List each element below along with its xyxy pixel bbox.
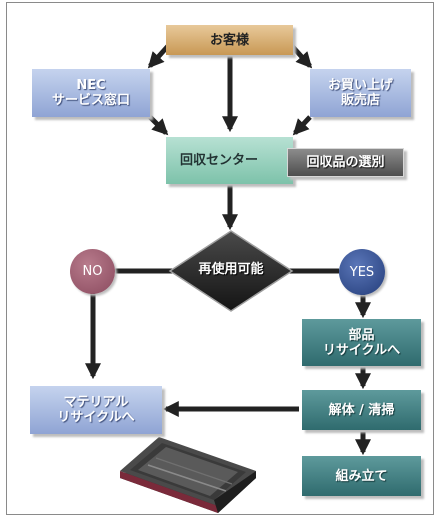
node-parts-recycle: 部品 リサイクルへ [302, 319, 421, 366]
arrow-nec-to-center [148, 115, 169, 136]
decision-diamond [168, 230, 294, 312]
node-material-recycle: マテリアル リサイクルへ [30, 386, 162, 434]
decision-label: 再使用可能 [198, 262, 264, 277]
diagram-frame [6, 2, 434, 515]
node-collection-center: 回収センター [166, 137, 293, 184]
node-nec-service: NEC サービス窓口 [32, 69, 150, 117]
node-customer: お客様 [166, 25, 293, 55]
node-sorting: 回収品の選別 [287, 148, 404, 177]
node-store: お買い上げ 販売店 [310, 69, 411, 117]
toner-cartridge-illustration [120, 437, 256, 513]
arrow-customer-to-store [290, 44, 313, 69]
node-yes: YES [339, 249, 385, 295]
node-disassembly: 解体 / 清掃 [302, 390, 421, 430]
arrow-customer-to-nec [147, 44, 170, 69]
arrow-store-to-center [292, 115, 312, 136]
node-no: NO [70, 249, 115, 294]
node-assembly: 組み立て [302, 456, 421, 496]
